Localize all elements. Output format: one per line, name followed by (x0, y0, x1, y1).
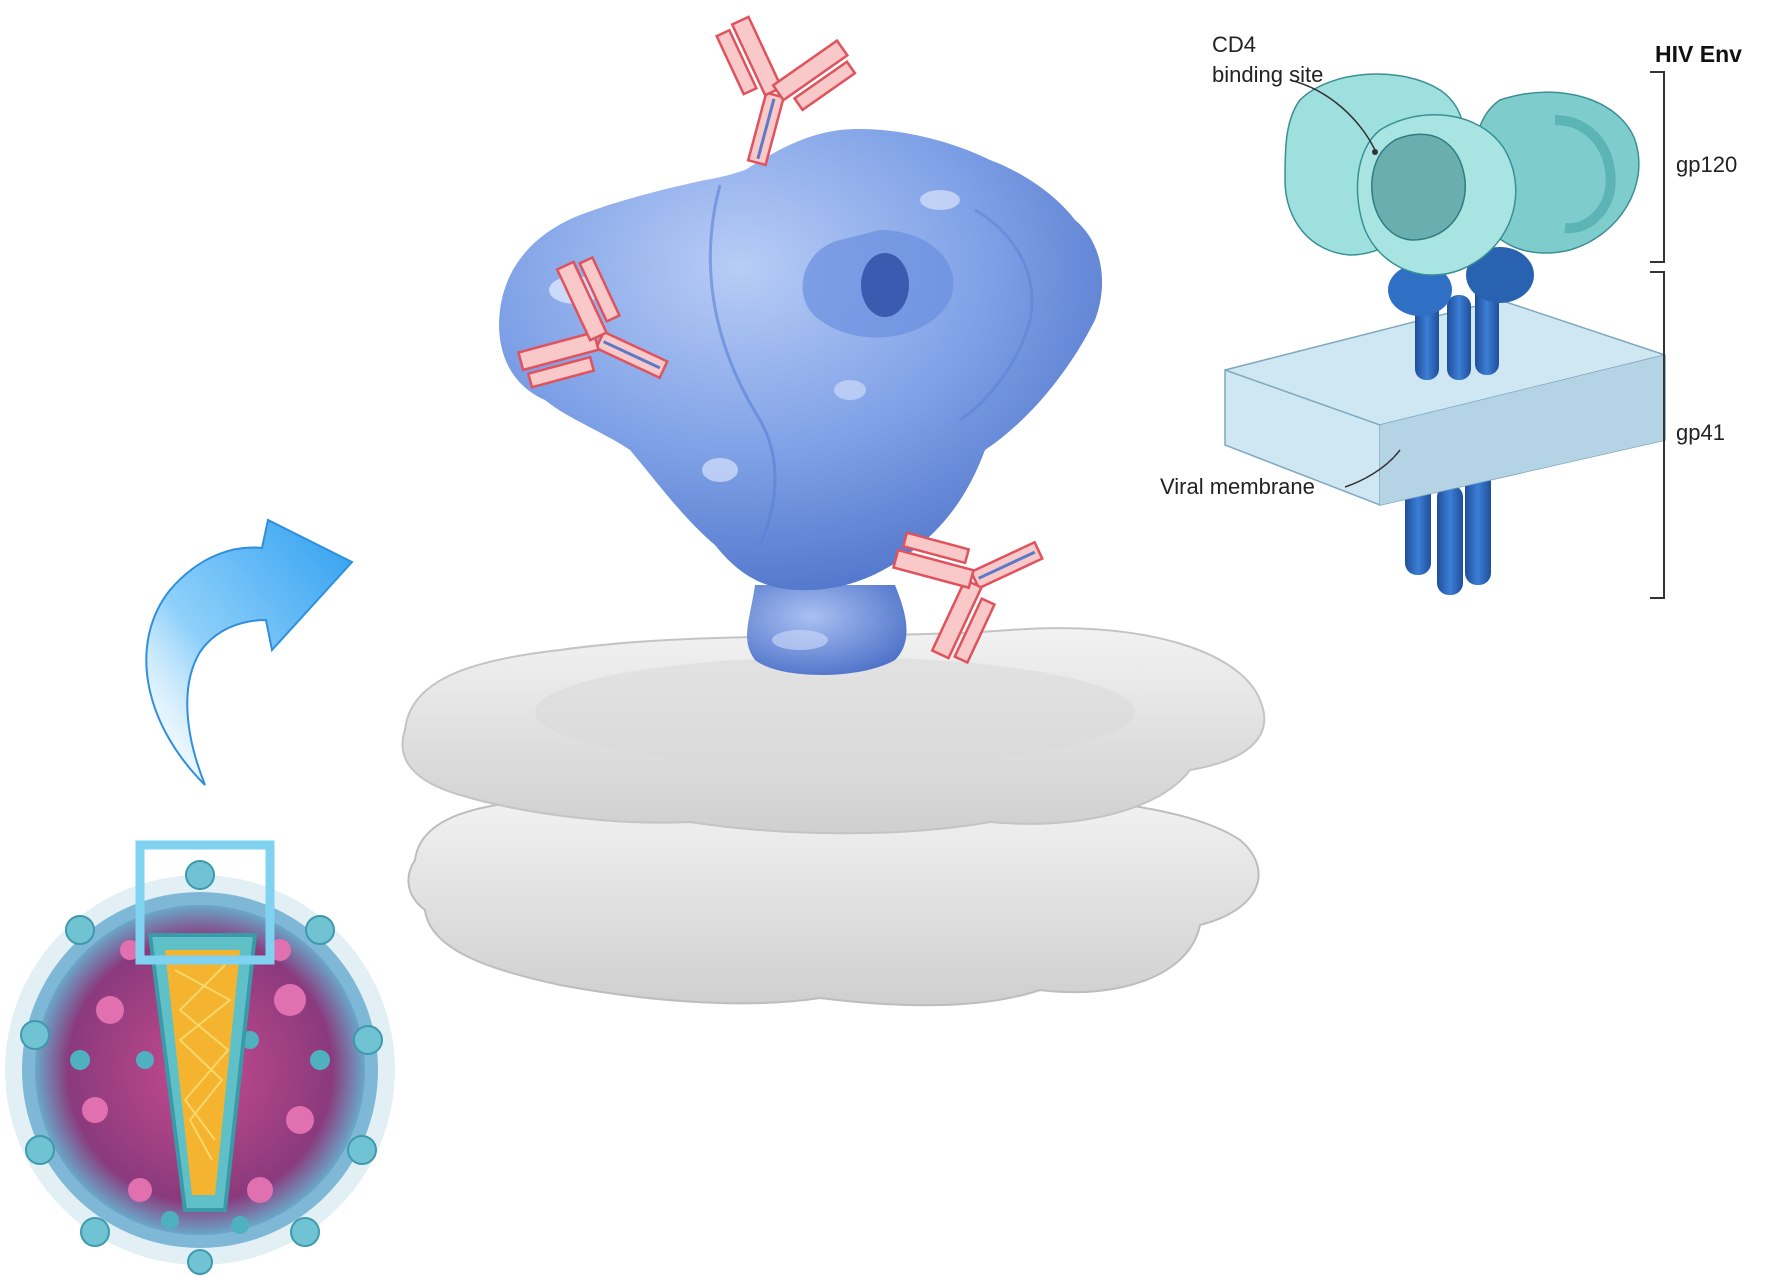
cd4-label-line2: binding site (1212, 62, 1323, 87)
gp120-label: gp120 (1676, 152, 1737, 177)
env-schematic (1225, 72, 1665, 598)
membrane-label: Viral membrane (1160, 474, 1315, 499)
curved-arrow-icon (146, 520, 352, 785)
figure-title: HIV Env (1655, 41, 1742, 67)
membrane-nanodisc (402, 628, 1264, 1005)
env-trimer (499, 129, 1102, 675)
gp41-label: gp41 (1676, 420, 1725, 445)
cd4-label-line1: CD4 (1212, 32, 1256, 57)
virion-icon (5, 845, 395, 1274)
